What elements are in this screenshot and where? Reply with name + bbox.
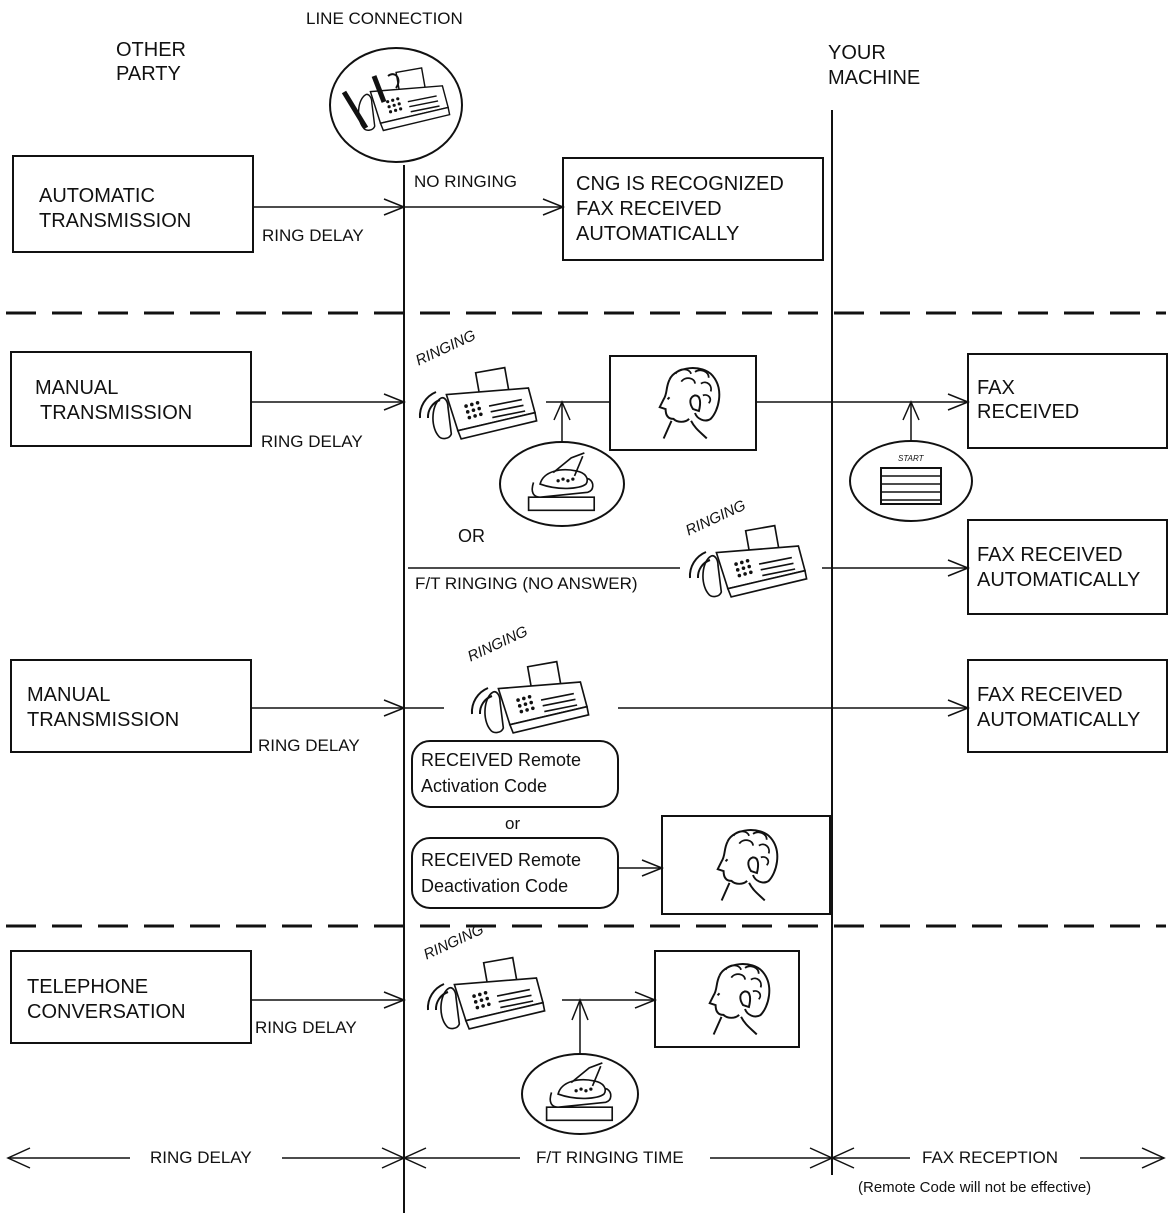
- ring-delay-label: RING DELAY: [258, 736, 360, 755]
- ring-delay-label: RING DELAY: [255, 1018, 357, 1037]
- deactivation-code-line2: Deactivation Code: [421, 876, 569, 896]
- activation-code-line2: Activation Code: [421, 776, 548, 796]
- remote-code-note: (Remote Code will not be effective): [858, 1179, 1092, 1196]
- ringing-fax-icon-3: [484, 660, 590, 734]
- person-answers-box-1: [609, 355, 757, 451]
- fax-received-box: [967, 353, 1168, 449]
- activation-code-line1: RECEIVED Remote: [421, 750, 582, 770]
- ring-delay-label: RING DELAY: [261, 432, 363, 451]
- deactivation-code-line1: RECEIVED Remote: [421, 850, 582, 870]
- manual-transmission-box-1: [10, 351, 252, 447]
- ring-delay-label: RING DELAY: [262, 226, 364, 245]
- telephone-conversation-box: [10, 950, 252, 1044]
- other-party-label-line2: PARTY: [116, 63, 181, 85]
- or-label: or: [505, 814, 521, 833]
- fax-auto-2-line2: AUTOMATICALLY: [977, 709, 1141, 731]
- flow-arrows: [251, 198, 971, 1054]
- fax-received-line1: FAX: [977, 377, 1015, 399]
- fax-auto-box-2: [967, 659, 1168, 753]
- automatic-transmission-box: [12, 155, 254, 253]
- timeline-arrows: [6, 1147, 1166, 1169]
- other-party-label-line1: OTHER: [116, 39, 186, 61]
- ringing-fax-icon-1: [432, 366, 538, 440]
- cng-result-line2: FAX RECEIVED: [576, 198, 722, 220]
- your-machine-label-line1: YOUR: [828, 42, 886, 64]
- manual-transmission-2-line1: MANUAL: [27, 684, 111, 706]
- telephone-conversation-line2: CONVERSATION: [27, 1001, 186, 1023]
- ft-ringing-label: F/T RINGING (NO ANSWER): [415, 574, 638, 593]
- ringing-fax-icon-4: [440, 956, 546, 1030]
- deactivation-code-box: [411, 837, 619, 909]
- start-label: START: [898, 454, 924, 463]
- cng-result-line1: CNG IS RECOGNIZED: [576, 173, 784, 195]
- fax-auto-box-1: [967, 519, 1168, 615]
- beep-sound-icon: [341, 73, 400, 130]
- timeline-ft-ringing-time-label: F/T RINGING TIME: [530, 1148, 690, 1168]
- or-label: OR: [458, 526, 485, 546]
- ringing-fax-icon-2: [702, 524, 808, 598]
- telephone-conversation-line1: TELEPHONE: [27, 976, 149, 998]
- automatic-transmission-line1: AUTOMATIC: [39, 185, 155, 207]
- line-connection-label: LINE CONNECTION: [306, 9, 463, 28]
- manual-transmission-1-line1: MANUAL: [35, 377, 119, 399]
- person-answers-box-3: [654, 950, 800, 1048]
- your-machine-label-line2: MACHINE: [828, 67, 921, 89]
- fax-received-line2: RECEIVED: [977, 401, 1080, 423]
- start-button-icon: [880, 467, 942, 505]
- cng-result-line3: AUTOMATICALLY: [576, 223, 740, 245]
- manual-transmission-2-line2: TRANSMISSION: [27, 709, 180, 731]
- fax-auto-1-line1: FAX RECEIVED: [977, 544, 1123, 566]
- fax-auto-2-line1: FAX RECEIVED: [977, 684, 1123, 706]
- manual-transmission-1-line2: TRANSMISSION: [40, 402, 193, 424]
- fax-auto-1-line2: AUTOMATICALLY: [977, 569, 1141, 591]
- timeline-fax-reception-label: FAX RECEPTION: [916, 1148, 1065, 1168]
- activation-code-box: [411, 740, 619, 808]
- manual-transmission-box-2: [10, 659, 252, 753]
- timeline-ring-delay-label: RING DELAY: [144, 1148, 258, 1168]
- cng-recognized-box: [562, 157, 824, 261]
- no-ringing-label: NO RINGING: [414, 172, 517, 191]
- automatic-transmission-line2: TRANSMISSION: [39, 210, 192, 232]
